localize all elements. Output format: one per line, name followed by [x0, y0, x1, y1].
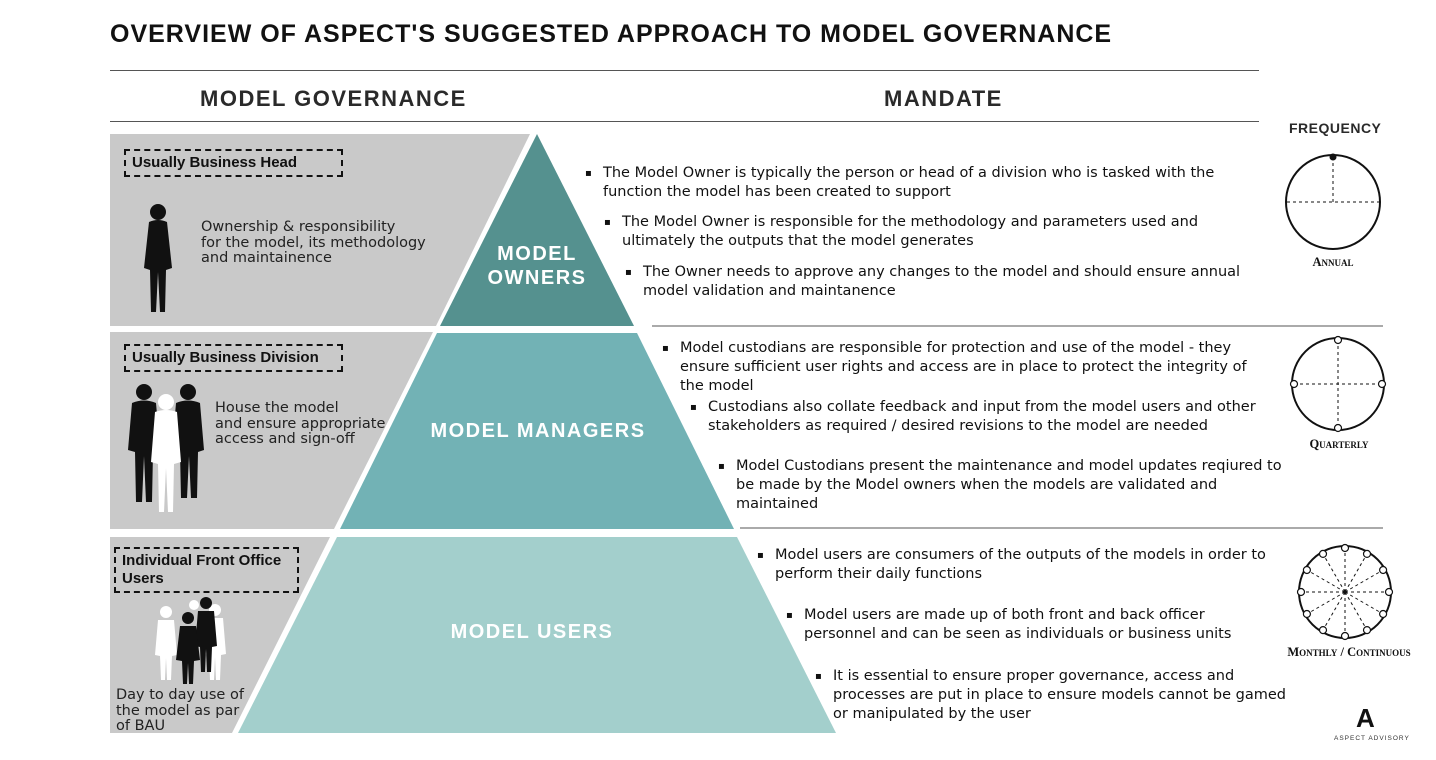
frequency-label-annual: Annual: [1312, 255, 1354, 269]
tier2-role-label: Usually Business Division: [124, 344, 343, 372]
tier3-bullet-3: ▪It is essential to ensure proper govern…: [815, 668, 1286, 722]
frequency-label-quarterly: Quarterly: [1309, 437, 1369, 451]
monthly-clock-icon: [1296, 543, 1394, 641]
aspect-logo-mark: A: [1356, 703, 1375, 733]
tier3-bullet-1: ▪Model users are consumers of the output…: [757, 547, 1266, 582]
annual-clock-icon: [1285, 153, 1381, 250]
quarterly-clock-icon: [1289, 335, 1387, 433]
tier3-bullet-2: ▪Model users are made up of both front a…: [786, 607, 1232, 642]
title-divider: [110, 70, 1259, 71]
business-head-silhouette-icon: [144, 204, 172, 312]
month-marker: [1318, 549, 1328, 558]
front-office-users-silhouette-icon: [155, 597, 226, 684]
month-marker: [1379, 609, 1388, 619]
column-header-frequency: FREQUENCY: [1289, 120, 1382, 136]
column-header-mandate: MANDATE: [884, 86, 1003, 111]
month-marker: [1296, 587, 1306, 597]
tier2-role-description: House the model and ensure appropriate a…: [215, 400, 386, 447]
business-division-silhouette-icon: [128, 384, 204, 512]
aspect-logo-text: ASPECT ADVISORY: [1334, 735, 1410, 742]
pyramid-tier-managers: [340, 333, 734, 529]
tier3-role-description: Day to day use of the model as par of BA…: [116, 687, 244, 734]
month-marker: [1362, 626, 1372, 635]
column-header-governance: MODEL GOVERNANCE: [200, 86, 467, 111]
month-marker: [1318, 626, 1328, 635]
month-marker: [1384, 587, 1394, 597]
tier2-bullet-1: ▪Model custodians are responsible for pr…: [662, 340, 1247, 394]
frequency-label-monthly: Monthly / Continuous: [1287, 645, 1411, 659]
month-marker: [1340, 543, 1350, 553]
month-marker: [1362, 549, 1372, 558]
pyramid-label-owners: MODEL OWNERS: [487, 243, 587, 289]
tier1-role-description: Ownership & responsibility for the model…: [201, 219, 426, 266]
pyramid-tier-users: [238, 537, 836, 733]
tier1-bullet-2: ▪The Model Owner is responsible for the …: [604, 214, 1199, 249]
month-marker: [1302, 565, 1311, 575]
gray-panel-tier-1: [110, 134, 530, 326]
month-marker: [1379, 565, 1388, 575]
pyramid-label-users: MODEL USERS: [450, 621, 614, 643]
pyramid-label-managers: MODEL MANAGERS: [430, 420, 646, 442]
tier2-bullet-3: ▪Model Custodians present the maintenanc…: [718, 458, 1282, 512]
pyramid-tier-owners: [440, 134, 634, 326]
tier3-role-label: Individual Front Office Users: [114, 547, 299, 593]
tier1-role-label: Usually Business Head: [124, 149, 343, 177]
month-marker: [1340, 631, 1350, 641]
tier1-bullet-3: ▪The Owner needs to approve any changes …: [625, 264, 1241, 299]
header-divider: [110, 121, 1259, 122]
tier2-bullet-2: ▪Custodians also collate feedback and in…: [690, 399, 1256, 434]
tier1-bullet-1: ▪The Model Owner is typically the person…: [585, 165, 1215, 200]
page-title: OVERVIEW OF ASPECT'S SUGGESTED APPROACH …: [110, 20, 1113, 48]
month-marker: [1302, 609, 1311, 619]
